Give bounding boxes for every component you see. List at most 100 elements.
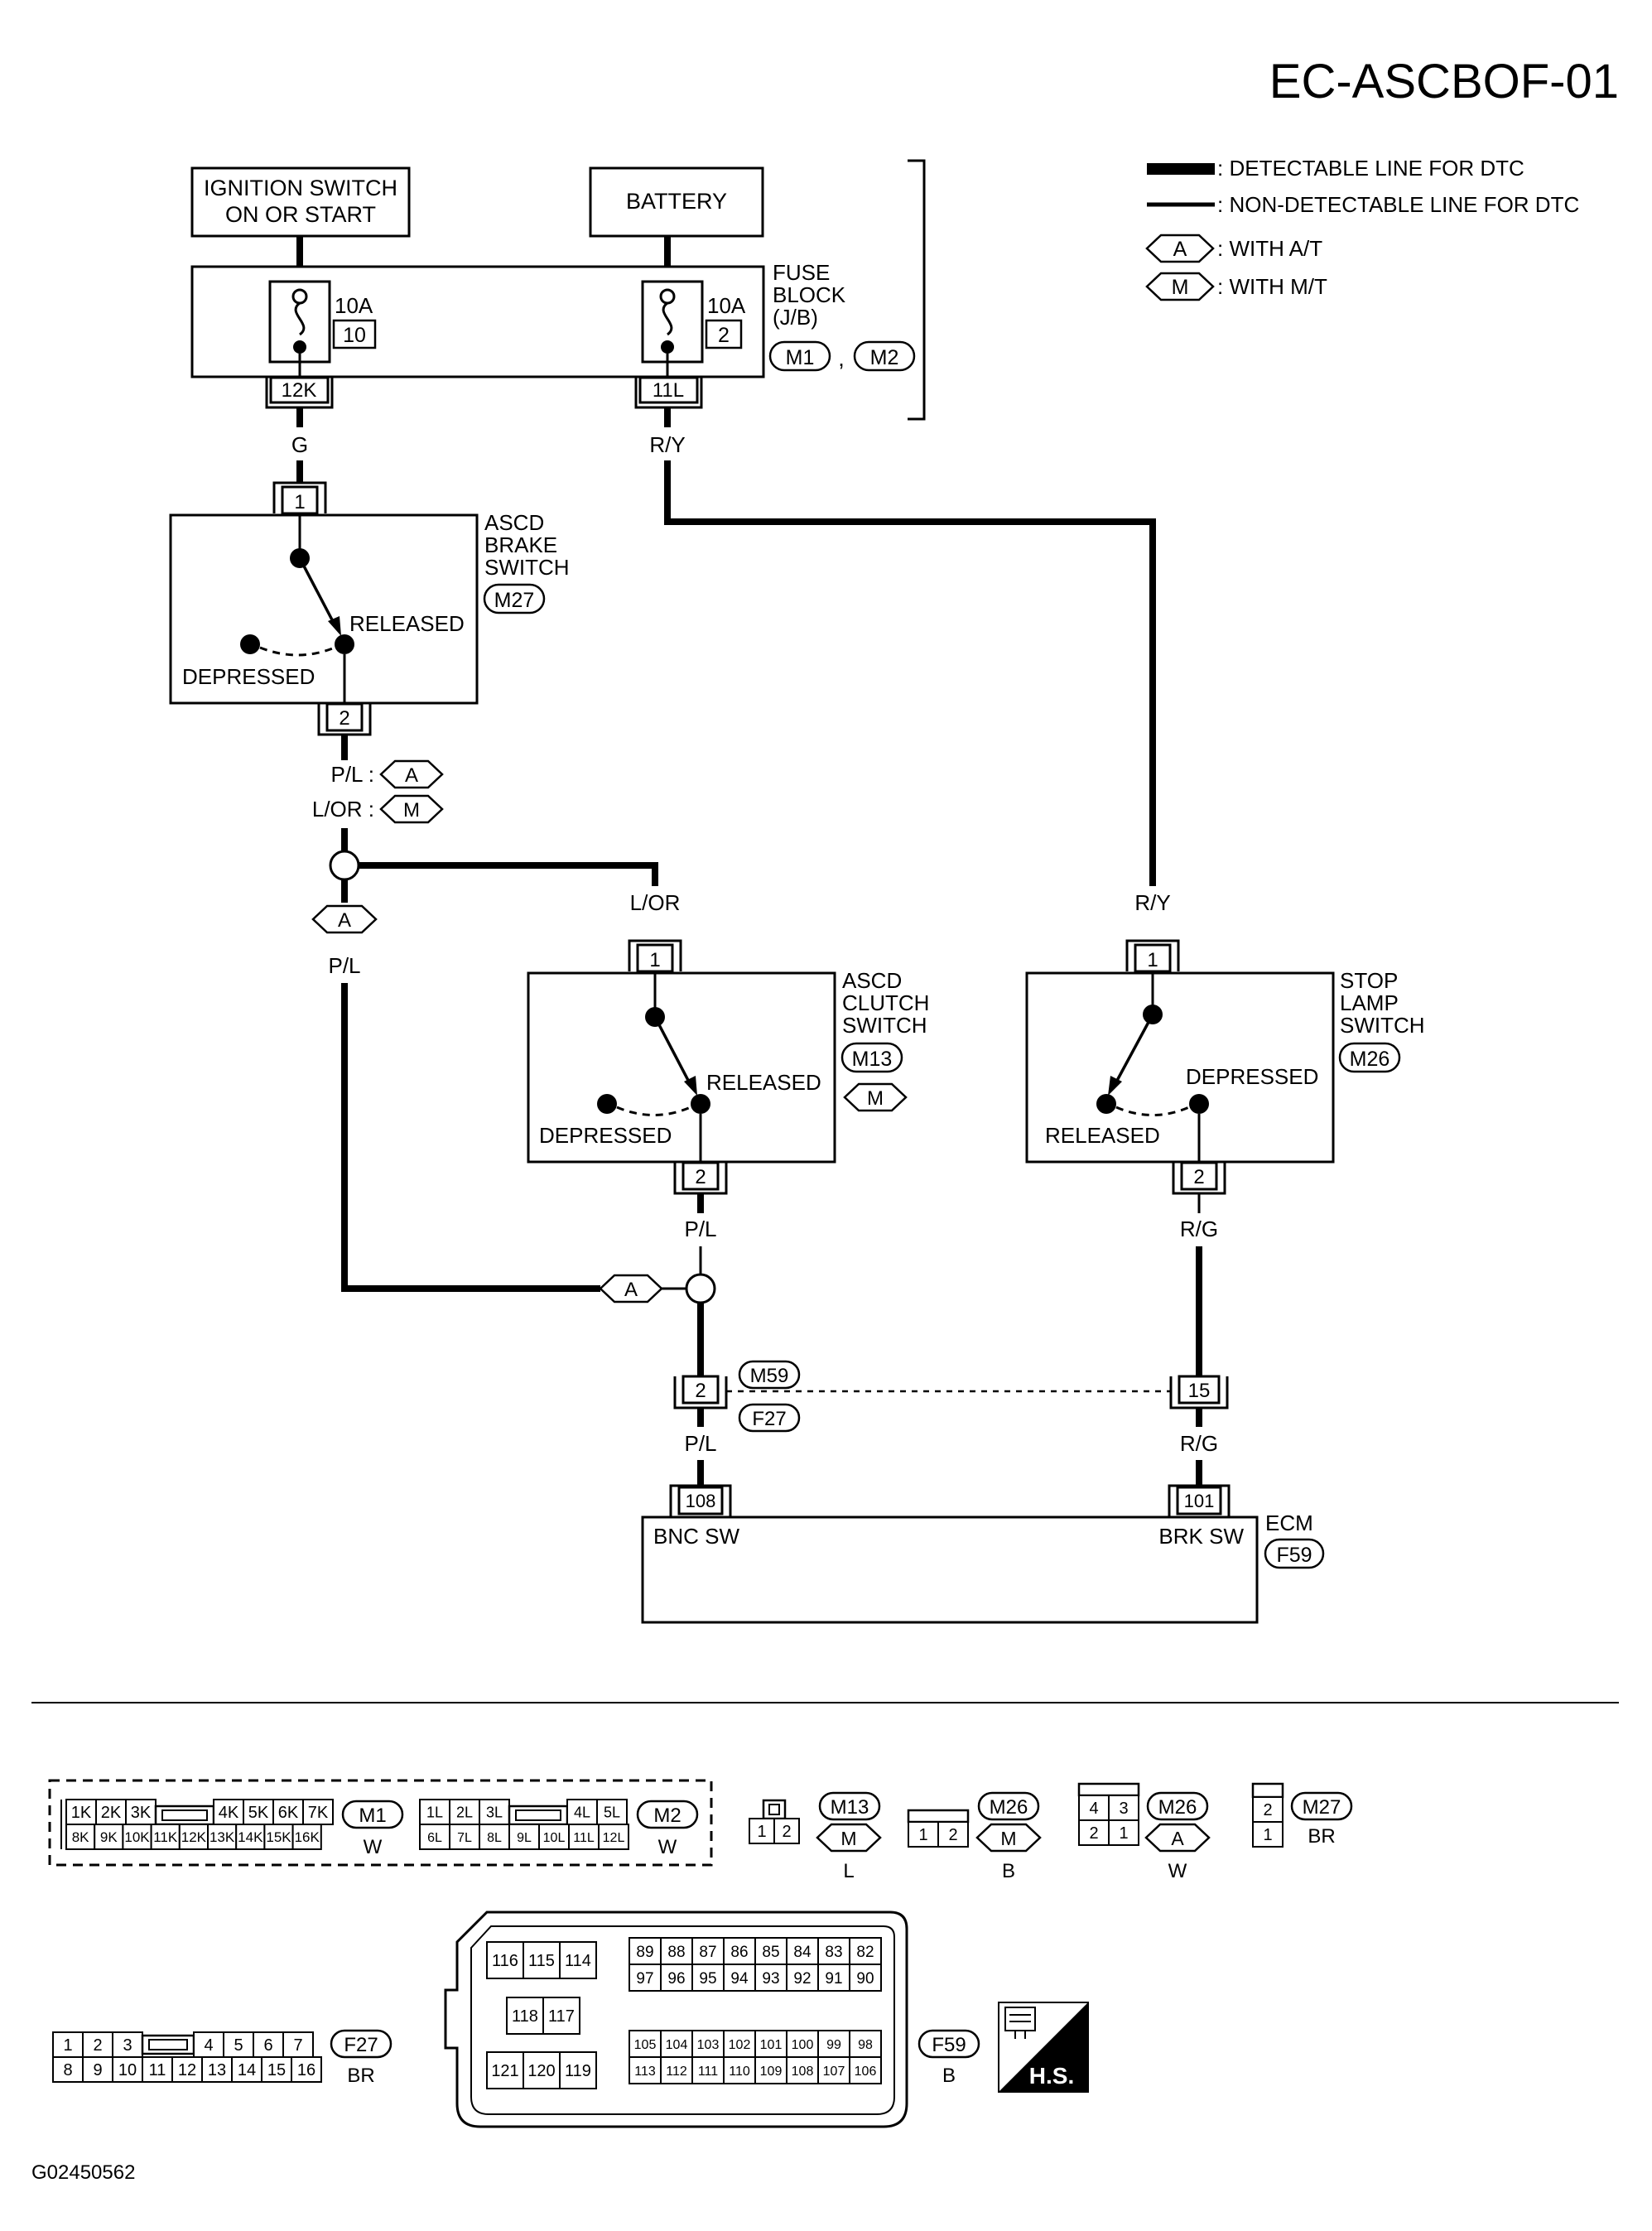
ecm-terminal-brk-sw: BRK SW: [1158, 1524, 1244, 1549]
f59-pin-label: 100: [792, 2038, 814, 2052]
clutch-switch-mt-tag: [843, 1082, 908, 1112]
brake-switch-name-2: BRAKE: [484, 532, 557, 557]
f59-cell: [559, 2051, 597, 2089]
f27-pin-label: 12: [178, 2061, 196, 2079]
f59-pin-label: 90: [856, 1970, 874, 1988]
wire-color-g: G: [291, 432, 308, 457]
f59-cell: [817, 1937, 850, 1965]
clutch-switch-name-2: CLUTCH: [842, 990, 929, 1015]
m1-cell: [235, 1824, 266, 1850]
legend-non-detectable-text: : NON-DETECTABLE LINE FOR DTC: [1217, 192, 1579, 217]
clutch-switch-pin-1-label: 1: [649, 949, 660, 971]
f27-pin-label: 9: [93, 2061, 102, 2079]
m26-at-pin-label: 3: [1119, 1800, 1128, 1818]
m27-pin-label: 1: [1263, 1826, 1272, 1844]
m1-pin-label: 12K: [181, 1829, 207, 1845]
ecm-pin-108-label: 108: [686, 1491, 716, 1511]
ecm-connector-f59-label: F59: [1276, 1544, 1312, 1567]
brake-switch-depressed: DEPRESSED: [182, 664, 315, 689]
connector-view-f59-name: F59: [932, 2034, 966, 2056]
f59-cell: [786, 1964, 819, 1992]
f59-cell: [486, 1941, 524, 1979]
m2-pin-label: 10L: [543, 1831, 566, 1845]
wire-color-ry-stop: R/Y: [1134, 890, 1170, 915]
m2-cell: [568, 1824, 600, 1850]
f27-pin-label: 3: [123, 2036, 132, 2055]
m2-cell: [596, 1799, 628, 1825]
stop-switch-connector-m26: [1338, 1042, 1401, 1073]
f59-pin-label: 110: [729, 2065, 750, 2079]
f59-pin-label: 98: [858, 2038, 873, 2052]
stop-switch-released: RELEASED: [1045, 1123, 1160, 1148]
f27-pin-label: 16: [297, 2061, 315, 2079]
f27-pin-label: 15: [267, 2061, 286, 2079]
fuse-block-label-3: (J/B): [773, 305, 818, 330]
m2-pin-label: 8L: [487, 1831, 502, 1845]
f59-pin-label: 117: [548, 2007, 575, 2026]
clutch-switch-released: RELEASED: [706, 1070, 821, 1095]
m1-pin-label: 15K: [266, 1829, 291, 1845]
f59-pin-label: 82: [856, 1944, 874, 1961]
f59-pin-label: 101: [760, 2038, 783, 2052]
wire-pl-left-bypass: [341, 983, 600, 1292]
m1-cell: [95, 1799, 127, 1825]
connector-views-dashed-frame: [48, 1779, 713, 1867]
m26-at-pin-label: 2: [1089, 1824, 1098, 1843]
brake-output-at-tag: [379, 759, 444, 789]
f27-cell: [291, 2056, 322, 2083]
f27-pin-label: 2: [93, 2036, 102, 2055]
clutch-switch-pin-2-label: 2: [695, 1166, 706, 1188]
connector-view-f27-color: BR: [347, 2065, 374, 2087]
m2-pin-label: 4L: [574, 1804, 590, 1820]
m1-pin-label: 16K: [295, 1829, 320, 1845]
wire-color-rg-stop-out: R/G: [1180, 1217, 1218, 1241]
ignition-switch-label-1: IGNITION SWITCH: [204, 176, 397, 200]
f27-pin-label: 1: [63, 2036, 72, 2055]
fuse-block-terminal-11l-label: 11L: [653, 379, 684, 402]
fuse-block-connector-m2: [853, 340, 916, 372]
wire-ry-to-stop-lamp: [664, 460, 1156, 886]
f59-cell: [849, 1964, 882, 1992]
wire-lor-to-clutch: [359, 862, 658, 886]
brake-switch-pin-1: [281, 485, 319, 515]
joint-connector-f27: [738, 1403, 801, 1433]
m2-pin-label: 5L: [604, 1804, 620, 1820]
joint-connector-m59-label: M59: [750, 1365, 789, 1387]
f59-pin-label: 106: [855, 2065, 877, 2079]
f59-pin-label: 111: [698, 2065, 718, 2079]
f59-pin-label: 119: [565, 2062, 591, 2080]
f27-pin-label: 5: [234, 2036, 243, 2055]
clutch-switch-name-3: SWITCH: [842, 1013, 927, 1038]
f27-pin-label: 6: [263, 2036, 272, 2055]
connector-view-m27-name: M27: [1303, 1796, 1341, 1819]
f59-pin-label: 94: [730, 1970, 749, 1988]
f59-pin-label: 95: [699, 1970, 716, 1988]
splice-upper: [329, 850, 360, 881]
splice-lower-at-tag-label: A: [624, 1279, 638, 1301]
m26-mt-cell: [937, 1821, 969, 1848]
stop-switch-pin-1-label: 1: [1147, 949, 1158, 971]
f59-pin-label: 113: [634, 2065, 656, 2079]
connector-view-m26-mt-tag: [977, 1791, 1040, 1821]
f27-pin-label: 4: [204, 2036, 213, 2055]
fuse-10-number: 10: [343, 324, 366, 347]
joint-connector-f27-label: F27: [752, 1408, 786, 1430]
connector-view-m13-tag: [818, 1791, 881, 1821]
brake-switch-name-3: SWITCH: [484, 555, 570, 580]
clutch-switch-pin-1: [636, 943, 674, 973]
stop-switch-connector-m26-label: M26: [1350, 1048, 1390, 1071]
stop-switch-pin-2: [1180, 1161, 1218, 1191]
ignition-switch-box: IGNITION SWITCH ON OR START: [190, 166, 411, 238]
m2-cell: [598, 1824, 629, 1850]
fuse-block-label-1: FUSE: [773, 260, 830, 285]
m1-pin-label: 7K: [308, 1804, 329, 1822]
fuse-block-bracket: [908, 159, 926, 421]
f27-pin-label: 7: [293, 2036, 302, 2055]
fuse-block-connector-m2-label: M2: [870, 346, 899, 369]
